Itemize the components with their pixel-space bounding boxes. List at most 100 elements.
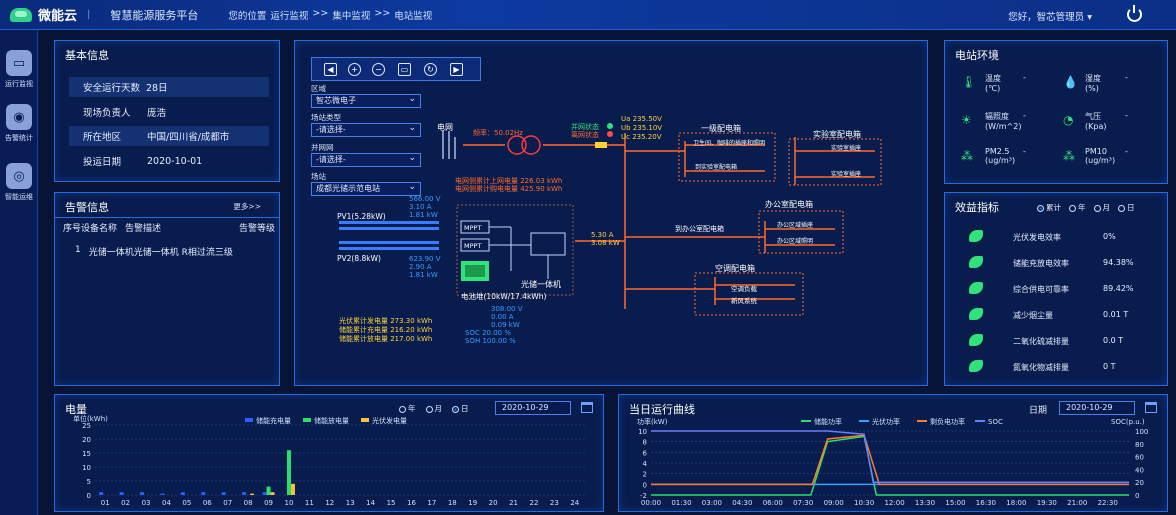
calendar-icon[interactable] xyxy=(581,402,593,413)
power-icon[interactable] xyxy=(1127,5,1142,22)
station-type-select[interactable]: -请选择- xyxy=(311,122,421,137)
legend-entry: 剩负电功率 xyxy=(930,417,965,426)
ua-value: Ua 235.50V xyxy=(621,115,662,123)
range-month[interactable]: 月 xyxy=(425,403,442,414)
area-select[interactable]: 智芯微电子 xyxy=(311,93,421,108)
y-tick-label: 0 xyxy=(643,481,647,489)
bar xyxy=(221,492,226,495)
leaf-icon xyxy=(969,334,983,346)
grid-select[interactable]: -请选择- xyxy=(311,152,421,167)
legend-entry: 光伏功率 xyxy=(872,417,900,426)
range-total[interactable]: 累计 xyxy=(1037,202,1061,213)
pressure-icon: ◔ xyxy=(1063,113,1074,127)
x-tick-label: 04 xyxy=(162,499,171,507)
nav-item-run-monitor[interactable]: ▭ 运行监视 xyxy=(2,50,36,89)
meter-import: 电网侧累计购电电量 425.90 kWh xyxy=(455,184,562,193)
series-line xyxy=(651,435,1129,496)
svg-text:卫生间、咖啡的插座和照明: 卫生间、咖啡的插座和照明 xyxy=(693,139,765,147)
range-day[interactable]: 日 xyxy=(1118,202,1135,213)
x-tick-label: 22:30 xyxy=(1098,499,1118,507)
transformer-icon xyxy=(507,135,527,155)
grid-label: 电网 xyxy=(437,122,453,132)
water-drop-icon: 💧 xyxy=(1063,75,1078,89)
first-icon[interactable]: ◀ xyxy=(324,63,337,76)
calendar-icon[interactable] xyxy=(1145,402,1157,413)
svg-text:空调负载: 空调负载 xyxy=(731,284,758,293)
zoom-out-icon[interactable]: − xyxy=(372,63,385,76)
range-day[interactable]: 日 xyxy=(452,403,469,414)
last-icon[interactable]: ▶ xyxy=(450,63,463,76)
alarm-icon: ◉ xyxy=(6,104,32,130)
box2-title: 实验室配电箱 xyxy=(813,129,861,139)
alarm-row[interactable]: 1 光储一体机光储一体机 R相过流三级 xyxy=(75,245,233,258)
svg-text:3.08 kW: 3.08 kW xyxy=(591,239,620,247)
basic-info-title: 基本信息 xyxy=(65,49,109,62)
station-select[interactable]: 成都光储示范电站 xyxy=(311,181,421,196)
x-tick-label: 10:30 xyxy=(854,499,874,507)
info-row: 现场负责人庞浩 xyxy=(83,108,167,119)
energy-date-input[interactable]: 2020-10-29 xyxy=(495,401,571,415)
station-diagram-panel: ◀ + − ▭ ↻ ▶ 区域 智芯微电子 场站类型 -请选择- 并网网 -请选择… xyxy=(294,40,928,386)
zoom-in-icon[interactable]: + xyxy=(348,63,361,76)
pv1-label: PV1(5.28kW) xyxy=(337,212,386,221)
x-tick-label: 02 xyxy=(121,499,130,507)
ub-value: Ub 235.10V xyxy=(621,124,662,132)
x-tick-label: 03:00 xyxy=(702,499,722,507)
nav-item-alarm-stats[interactable]: ◉ 告警统计 xyxy=(2,104,36,143)
range-year[interactable]: 年 xyxy=(1069,202,1086,213)
svg-text:到办公室配电箱: 到办公室配电箱 xyxy=(675,224,724,233)
y2-axis-label: SOC(p.u.) xyxy=(1111,418,1145,426)
x-tick-label: 24 xyxy=(570,499,579,507)
svg-text:办公区域照明: 办公区域照明 xyxy=(777,237,813,245)
environment-panel: 电站环境 🌡温度(℃)- 💧湿度(%)- ☀辐照度(W/m^2)- ◔气压(Kp… xyxy=(944,40,1168,184)
svg-text:SOC 20.00 %: SOC 20.00 % xyxy=(465,329,511,337)
refresh-icon[interactable]: ↻ xyxy=(424,63,437,76)
range-year[interactable]: 年 xyxy=(399,403,416,414)
legend-entry: 储能放电量 xyxy=(314,416,349,425)
x-tick-label: 18:00 xyxy=(1006,499,1026,507)
x-tick-label: 16 xyxy=(407,499,416,507)
svg-text:5.30 A: 5.30 A xyxy=(591,231,614,239)
series-line xyxy=(651,430,1129,483)
svg-text:2.90 A: 2.90 A xyxy=(409,263,432,271)
more-link[interactable]: 更多>> xyxy=(233,202,261,211)
bar xyxy=(140,492,145,495)
x-tick-label: 03 xyxy=(142,499,151,507)
curve-date-input[interactable]: 2020-10-29 xyxy=(1059,401,1135,415)
x-tick-label: 21:00 xyxy=(1067,499,1087,507)
x-tick-label: 18 xyxy=(448,499,457,507)
fit-window-icon[interactable]: ▭ xyxy=(398,63,411,76)
app-name: 微能云 xyxy=(38,9,78,24)
legend-entry: 储能充电量 xyxy=(256,416,291,425)
nav-item-maintenance[interactable]: ◎ 智能运维 xyxy=(2,163,36,202)
user-menu[interactable]: 您好，智芯管理员 ▾ xyxy=(1008,12,1092,23)
x-tick-label: 05 xyxy=(182,499,191,507)
range-month[interactable]: 月 xyxy=(1093,202,1110,213)
type-label: 场站类型 xyxy=(311,113,341,122)
bar xyxy=(99,492,104,495)
pressure-item: ◔气压(Kpa)- xyxy=(1063,111,1128,131)
environment-title: 电站环境 xyxy=(955,49,999,62)
breadcrumb-run-monitor[interactable]: 运行监视 xyxy=(270,10,309,22)
y-tick-label: 10 xyxy=(82,464,91,472)
x-tick-label: 21 xyxy=(509,499,518,507)
legend-entry: SOC xyxy=(988,418,1003,426)
orange-bus-lines xyxy=(463,133,875,309)
x-tick-label: 07 xyxy=(223,499,232,507)
run-curve-chart: 功率(kW)SOC(p.u.)-2024681002040608010000:0… xyxy=(637,417,1148,507)
dust-icon: ⁂ xyxy=(1063,149,1075,163)
svg-text:566.00 V: 566.00 V xyxy=(409,195,441,203)
bar xyxy=(119,492,124,495)
breadcrumb-central-monitor[interactable]: 集中监视 xyxy=(332,10,371,22)
chevron-down-icon: ▾ xyxy=(1087,12,1092,23)
y2-tick-label: 40 xyxy=(1135,466,1144,474)
thermometer-icon: 🌡 xyxy=(961,75,977,89)
